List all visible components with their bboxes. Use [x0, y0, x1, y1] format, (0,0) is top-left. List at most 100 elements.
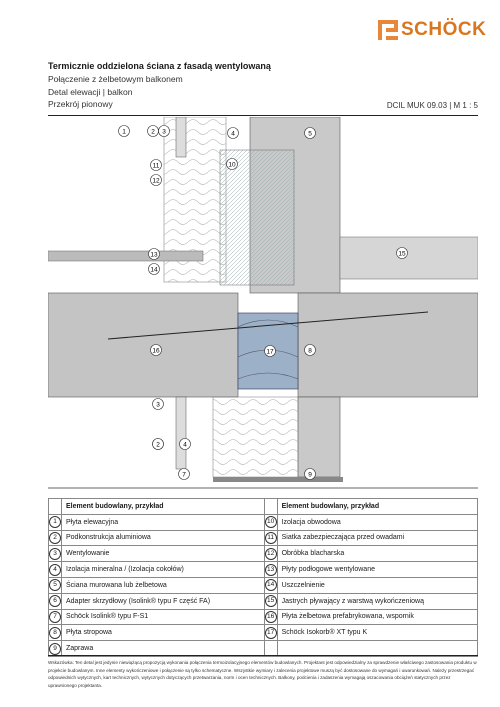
- legend-text-left: Adapter skrzydłowy (Isolink® typu F częś…: [61, 592, 265, 610]
- page-title: Termicznie oddzielona ściana z fasadą we…: [48, 61, 271, 71]
- subtitle-connection: Połączenie z żelbetowym balkonem: [48, 74, 183, 84]
- legend-number-right: 10: [264, 516, 277, 529]
- callout-label: 2: [152, 438, 164, 450]
- legend-number-left: 9: [49, 642, 61, 655]
- floating-screed-right: [339, 236, 478, 280]
- footer-rule: [48, 655, 478, 656]
- legend-text-left: Ściana murowana lub żelbetowa: [61, 576, 265, 594]
- legend-number-right: 11: [264, 531, 277, 544]
- legend-number-left: 1: [49, 516, 61, 529]
- callout-label: 1: [118, 125, 130, 137]
- legend-header-left: Element budowlany, przykład: [61, 498, 265, 515]
- legend-table: Element budowlany, przykład Element budo…: [48, 498, 479, 657]
- svg-text:2: 2: [151, 128, 155, 135]
- legend-text-right: Płyty podłogowe wentylowane: [276, 561, 479, 578]
- legend-text-left: Podkonstrukcja aluminiowa: [61, 529, 265, 547]
- title-block: Termicznie oddzielona ściana z fasadą we…: [48, 60, 478, 111]
- footnote: Wskazówka: Ten detal jest jedynie niewią…: [48, 660, 477, 688]
- upper-peripheral-insulation: [219, 149, 295, 286]
- lower-wall: [297, 396, 341, 478]
- legend-number-left: 4: [49, 563, 61, 576]
- legend-number-left: 2: [49, 531, 61, 544]
- legend-number-left: 8: [49, 626, 61, 639]
- legend-number-right: 16: [264, 610, 277, 623]
- svg-text:8: 8: [308, 347, 312, 354]
- legend-text-left: Wentylowanie: [61, 545, 265, 563]
- legend-number-left: 3: [49, 547, 61, 560]
- subtitle-detail: Detal elewacji | balkon: [48, 86, 133, 97]
- svg-text:4: 4: [231, 130, 235, 137]
- svg-text:13: 13: [150, 251, 158, 258]
- svg-text:4: 4: [183, 441, 187, 448]
- logo-mark-icon: [378, 20, 398, 40]
- callout-label: 17: [264, 345, 276, 357]
- svg-text:3: 3: [156, 401, 160, 408]
- svg-text:12: 12: [152, 177, 160, 184]
- callout-label: 11: [150, 159, 162, 171]
- callout-label: 13: [148, 248, 160, 260]
- callout-label: 10: [226, 158, 238, 170]
- callout-label: 9: [304, 468, 316, 480]
- lower-insulation: [212, 396, 299, 478]
- callout-label: 12: [150, 174, 162, 186]
- legend-header-row: Element budowlany, przykład Element budo…: [48, 498, 479, 515]
- callout-label: 3: [158, 125, 170, 137]
- callout-label: 7: [178, 468, 190, 480]
- header-rule: [48, 115, 478, 116]
- callout-label: 14: [148, 263, 160, 275]
- legend-text-right: Schöck Isokorb® XT typu K: [276, 624, 479, 642]
- legend-number-left: 6: [49, 595, 61, 608]
- callout-label: 15: [396, 247, 408, 259]
- legend-number-left: 5: [49, 579, 61, 592]
- legend-text-left: Płyta stropowa: [61, 624, 265, 642]
- legend-number-right: 15: [264, 595, 277, 608]
- svg-text:5: 5: [308, 130, 312, 137]
- svg-text:2: 2: [156, 441, 160, 448]
- svg-text:10: 10: [228, 161, 236, 168]
- svg-text:14: 14: [150, 266, 158, 273]
- lower-facade-panel: [175, 396, 187, 470]
- balcony-screed: [48, 250, 204, 262]
- callout-label: 8: [304, 344, 316, 356]
- callout-label: 5: [304, 127, 316, 139]
- legend-text-right: Jastrych pływający z warstwą wykończenio…: [276, 592, 479, 610]
- legend-text-left: Płyta elewacyjna: [61, 513, 265, 531]
- floor-slab: [297, 292, 478, 398]
- svg-text:3: 3: [162, 128, 166, 135]
- subtitle-section: Przekrój pionowy: [48, 99, 113, 109]
- section-drawing: 1234510111213141516178362479: [48, 117, 478, 489]
- legend-number-left: 7: [49, 610, 61, 623]
- legend-text-left: Schöck Isolink® typu F-S1: [61, 608, 265, 626]
- svg-text:17: 17: [266, 348, 274, 355]
- callout-label: 4: [179, 438, 191, 450]
- svg-text:16: 16: [152, 347, 160, 354]
- callout-label: 3: [152, 398, 164, 410]
- legend-text-right: Obróbka blacharska: [276, 545, 479, 563]
- svg-text:15: 15: [398, 250, 406, 257]
- balcony-slab: [48, 292, 239, 398]
- legend-text-right: Płyta żelbetowa prefabrykowana, wspornik: [276, 608, 479, 626]
- legend-text-right: Uszczelnienie: [276, 576, 479, 594]
- svg-text:11: 11: [153, 162, 160, 169]
- legend-text-right: Izolacja obwodowa: [276, 513, 479, 531]
- lower-mortar: [213, 477, 343, 482]
- legend-number-right: 13: [264, 563, 277, 576]
- legend-number-right: 17: [264, 626, 277, 639]
- brand-logo: SCHÖCK: [378, 19, 486, 41]
- legend-text-left: Izolacja mineralna / (Izolacja cokołów): [61, 561, 265, 578]
- legend-header-right: Element budowlany, przykład: [276, 498, 479, 515]
- brand-name: SCHÖCK: [401, 19, 487, 40]
- callout-label: 2: [147, 125, 159, 137]
- drawing-reference: DCIL MUK 09.03 | M 1 : 5: [386, 101, 478, 110]
- svg-text:9: 9: [308, 471, 312, 478]
- svg-text:1: 1: [122, 128, 126, 135]
- legend-number-right: 14: [264, 579, 277, 592]
